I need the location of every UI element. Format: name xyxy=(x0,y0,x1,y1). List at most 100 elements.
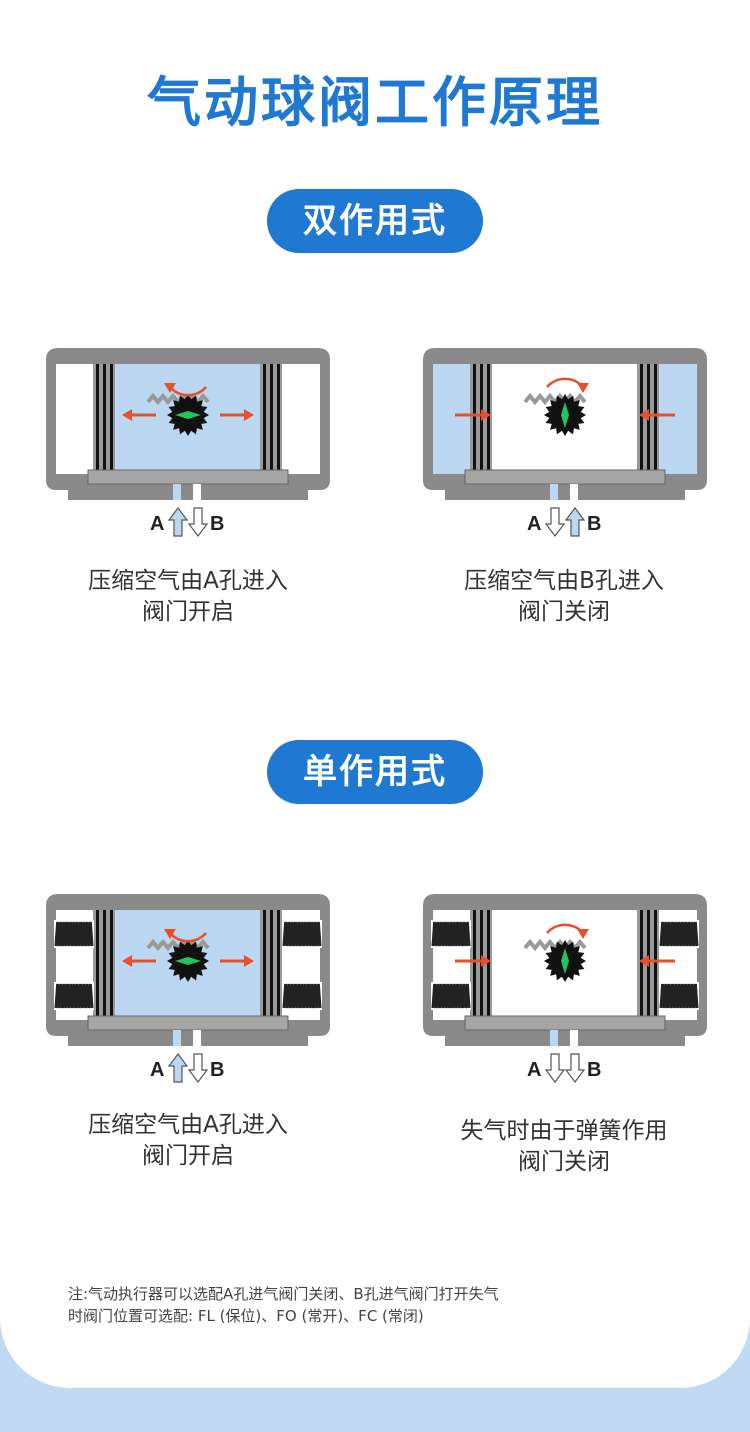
footnote: 注:气动执行器可以选配A孔进气阀门关闭、B孔进气阀门打开失气 时阀门位置可选配:… xyxy=(68,1283,688,1327)
port-b-passage xyxy=(193,1030,201,1046)
air-flow-arrowhead xyxy=(639,409,649,421)
spring-coil xyxy=(54,921,94,947)
air-channel xyxy=(464,469,666,485)
piston-seal xyxy=(277,910,280,1020)
caption-line: 阀门关闭 xyxy=(518,599,610,625)
valve-position-indicator xyxy=(175,411,201,419)
caption-line: 阀门开启 xyxy=(142,599,234,625)
air-flow-arrowhead xyxy=(122,955,132,967)
piston-seal xyxy=(487,910,490,1020)
rotation-arrowhead xyxy=(164,383,176,393)
air-channel xyxy=(87,469,289,485)
rotation-arrow xyxy=(169,386,207,397)
port-a-label: A xyxy=(150,513,164,535)
page-title: 气动球阀工作原理 xyxy=(147,71,603,134)
caption-single-open: 压缩空气由A孔进入 阀门开启 xyxy=(28,1110,348,1172)
port-b-passage xyxy=(570,1030,578,1046)
piston-seal xyxy=(263,364,266,474)
caption-line: 压缩空气由A孔进入 xyxy=(88,568,288,594)
caption-single-close: 失气时由于弹簧作用 阀门关闭 xyxy=(404,1116,724,1178)
compressed-air-zone xyxy=(659,364,697,474)
caption-line: 阀门开启 xyxy=(142,1143,234,1169)
rotation-arrowhead xyxy=(577,929,589,939)
piston-seal xyxy=(270,364,273,474)
piston-seal xyxy=(654,910,657,1020)
port-b-passage xyxy=(193,484,201,500)
air-flow-arrowhead xyxy=(244,409,254,421)
piston-seal xyxy=(263,910,266,1020)
caption-line: 失气时由于弹簧作用 xyxy=(460,1118,668,1144)
caption-line: 阀门关闭 xyxy=(518,1149,610,1175)
spring-coil xyxy=(431,983,471,1009)
section-heading-double-acting: 双作用式 xyxy=(267,189,483,253)
footnote-line: 时阀门位置可选配: FL (保位)、FO (常开)、FC (常闭) xyxy=(68,1307,424,1325)
piston-seal xyxy=(103,364,106,474)
valve-position-indicator xyxy=(561,948,569,974)
port-b-label: B xyxy=(587,513,601,535)
rotation-arrowhead xyxy=(577,383,589,393)
air-flow-arrowhead xyxy=(244,955,254,967)
piston-seal xyxy=(640,364,643,474)
port-b-label: B xyxy=(587,1059,601,1081)
port-a-label: A xyxy=(527,513,541,535)
port-arrow-icon xyxy=(564,1053,586,1083)
port-arrow-icon xyxy=(544,1053,566,1083)
caption-line: 压缩空气由A孔进入 xyxy=(88,1112,288,1138)
port-a-passage xyxy=(550,1030,558,1046)
air-channel xyxy=(464,1015,666,1031)
rotation-arrowhead xyxy=(164,929,176,939)
spring-coil xyxy=(659,983,699,1009)
port-arrow-icon xyxy=(187,1053,209,1083)
piston-seal xyxy=(96,910,99,1020)
piston-seal xyxy=(96,364,99,474)
air-flow-arrowhead xyxy=(122,409,132,421)
spring-coil xyxy=(431,921,471,947)
port-arrow-icon xyxy=(564,507,586,537)
port-b-passage xyxy=(570,484,578,500)
port-b-label: B xyxy=(210,1059,224,1081)
piston-seal xyxy=(110,364,113,474)
spring-coil xyxy=(659,921,699,947)
piston-seal xyxy=(654,364,657,474)
port-a-label: A xyxy=(150,1059,164,1081)
piston-seal xyxy=(473,910,476,1020)
piston-seal xyxy=(640,910,643,1020)
spring-coil xyxy=(54,983,94,1009)
piston-seal xyxy=(270,910,273,1020)
section-heading-single-acting: 单作用式 xyxy=(267,740,483,804)
spring-coil xyxy=(282,921,322,947)
piston-seal xyxy=(277,364,280,474)
port-a-passage xyxy=(550,484,558,500)
air-flow-arrowhead xyxy=(481,955,491,967)
caption-double-close: 压缩空气由B孔进入 阀门关闭 xyxy=(404,566,724,628)
valve-position-indicator xyxy=(561,402,569,428)
rotation-arrow xyxy=(169,932,207,943)
piston-seal xyxy=(110,910,113,1020)
footnote-line: 注:气动执行器可以选配A孔进气阀门关闭、B孔进气阀门打开失气 xyxy=(68,1285,499,1303)
air-channel xyxy=(87,1015,289,1031)
piston-seal xyxy=(473,364,476,474)
compressed-air-zone xyxy=(433,364,470,474)
port-arrow-icon xyxy=(167,1053,189,1083)
port-a-passage xyxy=(173,1030,181,1046)
piston-seal xyxy=(487,364,490,474)
port-arrow-icon xyxy=(167,507,189,537)
caption-line: 压缩空气由B孔进入 xyxy=(464,568,664,594)
piston-seal xyxy=(103,910,106,1020)
port-arrow-icon xyxy=(544,507,566,537)
valve-position-indicator xyxy=(175,957,201,965)
air-flow-arrowhead xyxy=(481,409,491,421)
port-a-passage xyxy=(173,484,181,500)
caption-double-open: 压缩空气由A孔进入 阀门开启 xyxy=(28,566,348,628)
port-b-label: B xyxy=(210,513,224,535)
port-arrow-icon xyxy=(187,507,209,537)
port-a-label: A xyxy=(527,1059,541,1081)
air-flow-arrowhead xyxy=(639,955,649,967)
